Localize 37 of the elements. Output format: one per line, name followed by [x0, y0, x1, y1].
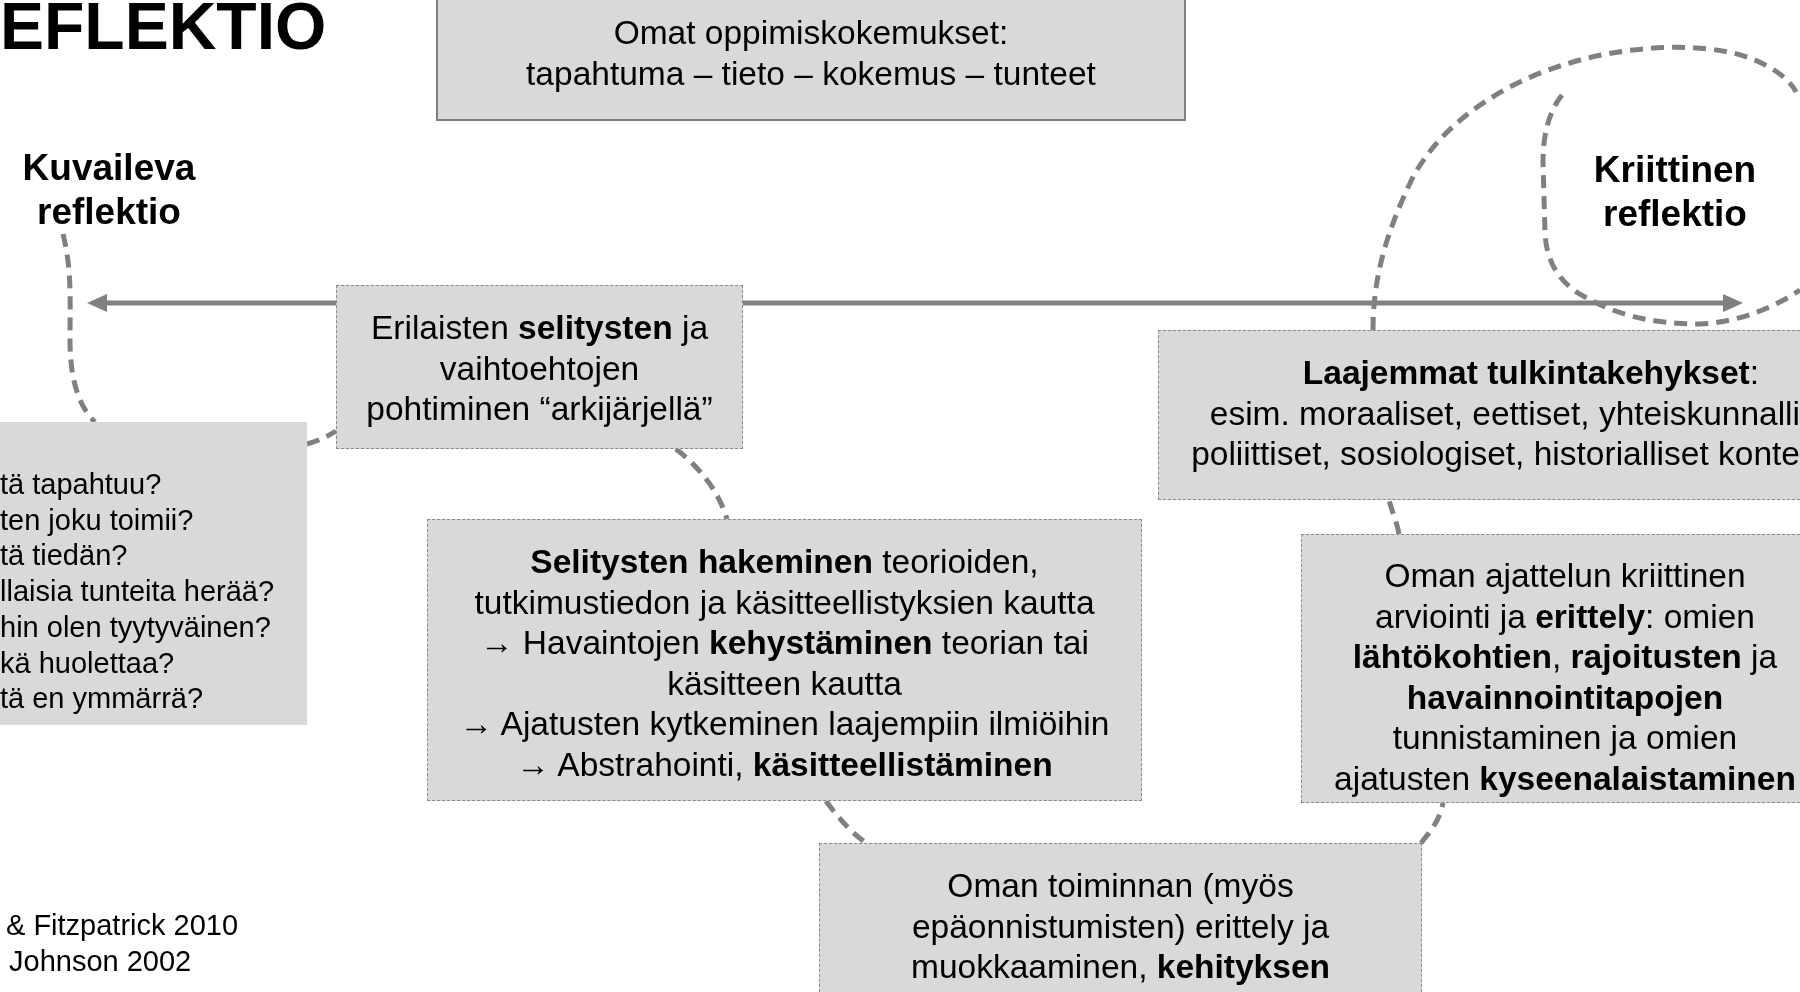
box-text: esim. moraaliset, eettiset, yhteiskunnalli poliittiset, sosiologiset, historialliset konte	[1190, 393, 1800, 475]
dashed-connector	[1370, 44, 1799, 331]
dashed-connector	[60, 233, 97, 424]
question-text: hin olen tyytyväinen?	[0, 609, 271, 645]
question-text: llaisia tunteita herää?	[0, 574, 275, 610]
box-text: Laajemmat tulkintakehykset:	[1302, 353, 1759, 393]
box-text: tapahtuma – tieto – kokemus – tunteet	[526, 53, 1096, 94]
dashed-connector	[824, 799, 868, 845]
process-box	[1301, 534, 1800, 803]
page-title: EFLEKTIO	[0, 0, 327, 53]
question-text: tä tiedän?	[0, 538, 128, 574]
dashed-connector	[1386, 499, 1402, 535]
question-text: ten joku toimii?	[0, 502, 194, 538]
question-text: tä tapahtuu?	[0, 467, 162, 502]
question-box	[0, 422, 307, 725]
dashed-connector	[1419, 802, 1446, 845]
process-box	[336, 285, 743, 449]
citation-text: & Fitzpatrick 2010	[6, 908, 239, 943]
box-text: Omat oppimiskokemukset:	[613, 13, 1009, 53]
dashed-connector	[674, 447, 730, 520]
question-text: kä huolettaa?	[0, 645, 175, 681]
box-text: Oman toiminnan (myös epäonnistumisten) erittely ja muokkaaminen, kehityksen	[910, 866, 1331, 988]
process-box	[427, 519, 1142, 801]
box-text: Oman ajattelun kriittinen arviointi ja erittely: omien lähtökohtien, rajoitusten ja havainnointitapojen tunnistaminen ja omien ajatusten kyseenalaistaminen	[1333, 556, 1797, 799]
dashed-loop-outline	[1540, 92, 1800, 328]
reflection-label: Kuvaileva reflektio	[19, 146, 199, 234]
process-box	[1158, 330, 1800, 500]
box-text: → Ajatusten kytkeminen laajempiin ilmiöihin	[459, 704, 1110, 745]
dashed-connector	[306, 428, 338, 447]
citation-text: Johnson 2002	[9, 944, 192, 979]
process-box	[819, 843, 1422, 992]
box-text: → Abstrahointi, käsitteellistäminen	[516, 744, 1053, 785]
reflection-label: Kriittinen reflektio	[1592, 148, 1758, 236]
question-text: tä en ymmärrä?	[0, 681, 204, 717]
box-text: Erilaisten selitysten ja vaihtoehtojen pohtiminen “arkijärjellä”	[365, 308, 714, 430]
box-text: → Havaintojen kehystäminen teorian tai käsitteen kautta	[479, 623, 1090, 704]
info-box	[436, 0, 1186, 121]
